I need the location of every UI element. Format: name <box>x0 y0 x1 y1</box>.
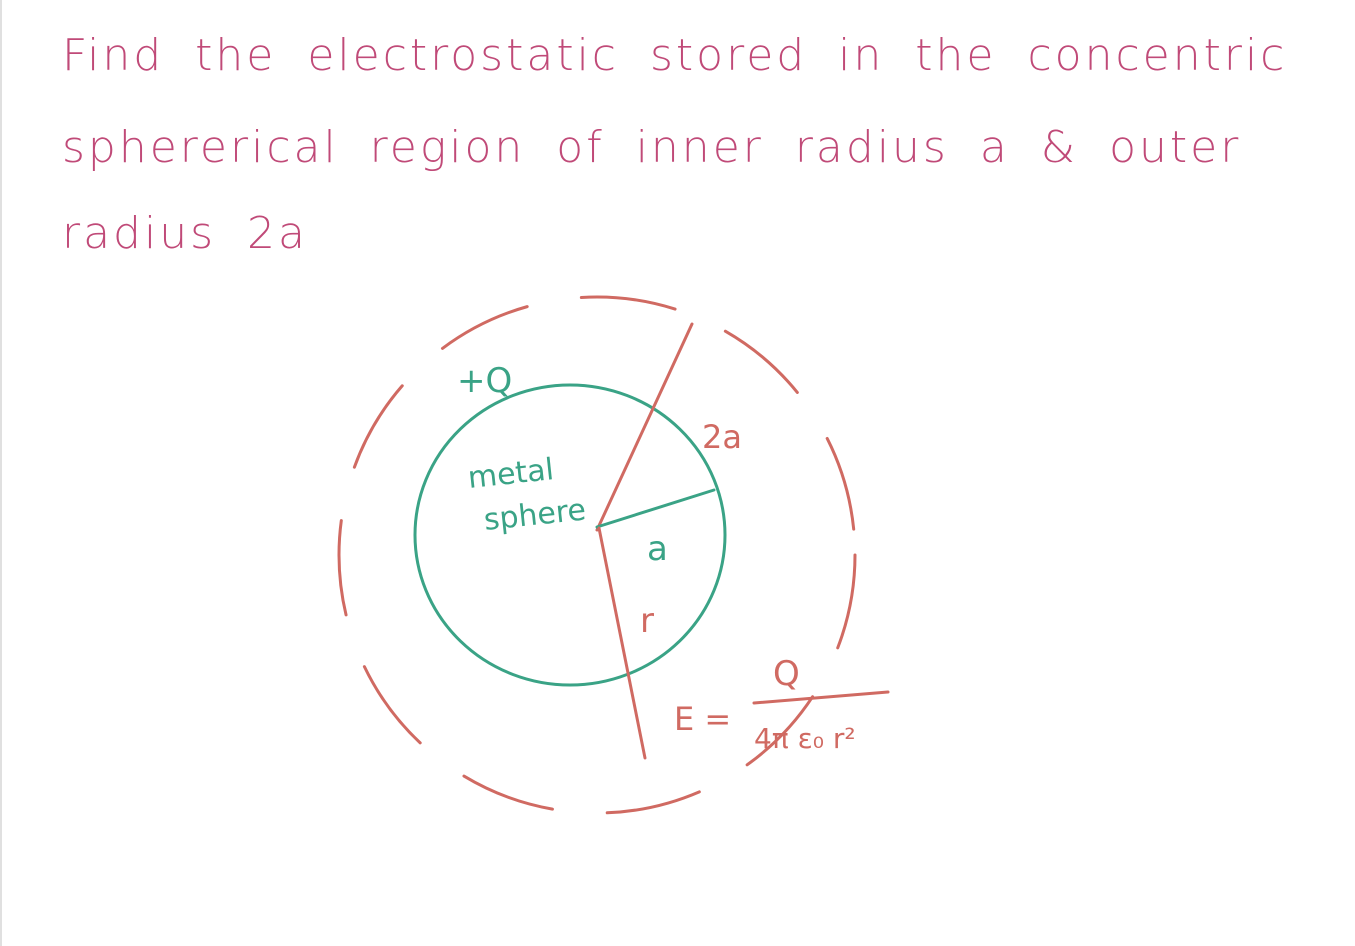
sphere-label-metal: metal <box>466 452 555 496</box>
fraction-bar <box>752 690 890 705</box>
outer-radius-line <box>595 322 694 532</box>
field-numerator: Q <box>773 654 800 694</box>
outer-dashed-sphere <box>337 295 857 815</box>
inner-radius-line <box>595 488 716 529</box>
question-line-2: sphererical region of inner radius a & o… <box>62 122 1242 173</box>
question-line-3: radius 2a <box>62 208 308 259</box>
outer-radius-label: 2a <box>702 418 742 456</box>
field-lhs: E = <box>674 700 731 738</box>
field-denominator: 4π ε₀ r² <box>754 722 856 755</box>
r-line <box>597 526 647 760</box>
metal-sphere <box>413 383 727 687</box>
charge-label: +Q <box>457 361 512 401</box>
question-line-1: Find the electrostatic stored in the con… <box>62 30 1288 81</box>
inner-radius-label: a <box>647 529 668 569</box>
sphere-label-sphere: sphere <box>482 492 587 537</box>
r-label: r <box>640 601 654 641</box>
